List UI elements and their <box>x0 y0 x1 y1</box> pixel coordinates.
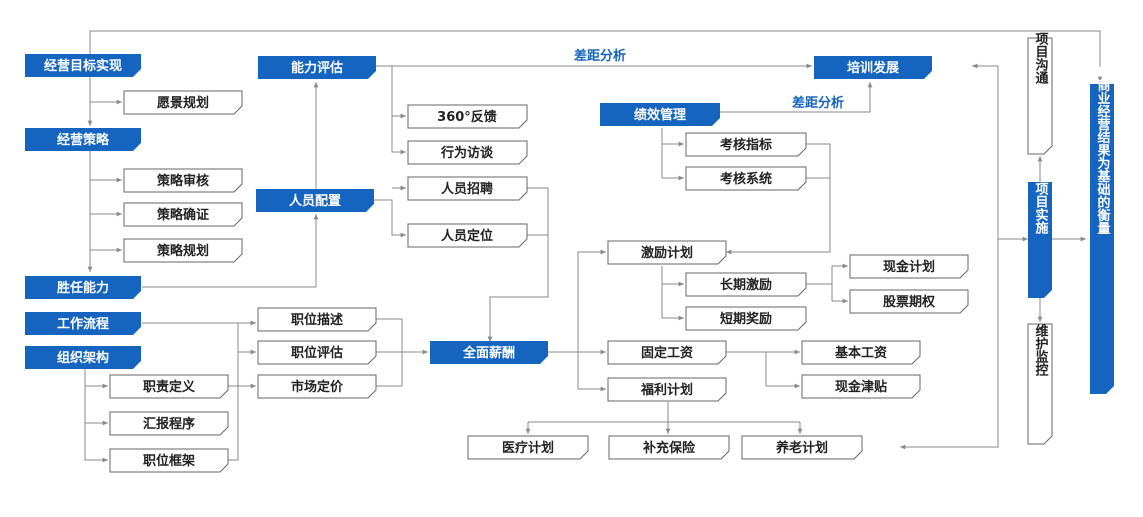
node-label: 策略规划 <box>157 243 209 259</box>
node-label: 维护监控 <box>1033 323 1049 377</box>
node-label: 职责定义 <box>143 379 196 395</box>
node-pxfz: 培训发展 <box>814 56 932 79</box>
node-gdgz: 固定工资 <box>607 340 727 365</box>
node-jxgl: 绩效管理 <box>600 103 720 126</box>
node-label: 考核系统 <box>720 171 772 187</box>
node-label: 策略审核 <box>157 173 209 189</box>
node-rydw: 人员定位 <box>407 223 528 248</box>
node-label: 补充保险 <box>642 440 696 456</box>
node-label: 汇报程序 <box>143 416 195 432</box>
node-label: 长期激励 <box>720 277 772 293</box>
node-khxt: 考核系统 <box>685 166 807 191</box>
node-zzdy: 职责定义 <box>109 374 229 399</box>
node-label: 工作流程 <box>57 316 109 332</box>
node-xmss: 项目实施 <box>1028 182 1052 298</box>
node-label: 培训发展 <box>847 60 900 76</box>
node-zwms: 职位描述 <box>257 307 377 332</box>
node-label: 策略确证 <box>157 207 209 223</box>
node-cqjl: 长期激励 <box>685 272 807 297</box>
node-jbgz: 基本工资 <box>801 340 921 365</box>
node-label: 组织架构 <box>57 350 109 366</box>
node-label: 绩效管理 <box>634 107 686 123</box>
node-clgh: 策略规划 <box>123 238 243 263</box>
node-ryzp: 人员招聘 <box>407 176 528 201</box>
node-label: 养老计划 <box>775 440 828 456</box>
node-xwft: 行为访谈 <box>407 140 528 165</box>
node-label: 现金计划 <box>883 259 935 275</box>
node-label: 职位描述 <box>291 312 343 328</box>
node-jyMbsx: 经营目标实现 <box>25 54 141 77</box>
node-label: 360°反馈 <box>437 109 497 125</box>
node-jljh: 激励计划 <box>607 240 727 265</box>
node-label: 人员定位 <box>441 228 493 244</box>
node-zwpg: 职位评估 <box>257 340 377 365</box>
node-yjgh: 愿景规划 <box>123 90 243 115</box>
node-gzlc: 工作流程 <box>25 312 141 335</box>
node-zzjg: 组织架构 <box>25 346 141 369</box>
node-ylj: 医疗计划 <box>467 435 589 460</box>
node-result: 以商业经营结果为基础的衡量 <box>1090 66 1114 394</box>
node-nlpg: 能力评估 <box>258 56 376 79</box>
node-label: 以商业经营结果为基础的衡量 <box>1095 66 1112 236</box>
node-bcbx: 补充保险 <box>608 435 730 460</box>
node-fk360: 360°反馈 <box>407 104 528 129</box>
node-label: 经营策略 <box>57 132 110 148</box>
node-label: 人员配置 <box>289 193 341 209</box>
node-qmxc: 全面薪酬 <box>430 341 548 364</box>
node-hbcx: 汇报程序 <box>109 411 229 436</box>
node-label: 市场定价 <box>291 379 344 395</box>
gap-analysis-label: 差距分析 <box>574 48 626 64</box>
node-label: 项目实施 <box>1033 182 1049 235</box>
node-label: 胜任能力 <box>57 280 109 296</box>
node-label: 现金津贴 <box>835 379 887 395</box>
node-dqjl: 短期奖励 <box>685 306 807 331</box>
node-label: 人员招聘 <box>441 181 493 197</box>
node-label: 短期奖励 <box>720 311 772 327</box>
node-label: 福利计划 <box>640 382 693 398</box>
node-label: 愿景规划 <box>157 95 209 111</box>
node-xjjh: 现金计划 <box>849 254 969 279</box>
node-clqz: 策略确证 <box>123 202 243 227</box>
node-yljh: 养老计划 <box>741 435 863 460</box>
node-label: 经营目标实现 <box>44 58 122 74</box>
node-label: 全面薪酬 <box>462 345 515 361</box>
connectors <box>84 30 1103 463</box>
node-zwkj: 职位框架 <box>109 448 229 473</box>
node-label: 医疗计划 <box>502 440 554 456</box>
node-label: 职位评估 <box>291 345 343 361</box>
node-scdj: 市场定价 <box>257 374 377 399</box>
node-xjjt: 现金津贴 <box>801 374 921 399</box>
node-xmgt: 项目沟通 <box>1027 32 1053 155</box>
node-flj: 福利计划 <box>607 377 727 402</box>
node-rypz: 人员配置 <box>256 189 374 212</box>
node-jycl: 经营策略 <box>25 128 141 151</box>
node-label: 能力评估 <box>291 60 343 76</box>
node-label: 固定工资 <box>641 345 693 361</box>
node-khzb: 考核指标 <box>685 132 807 157</box>
node-label: 项目沟通 <box>1033 32 1049 85</box>
node-whjk: 维护监控 <box>1027 323 1053 445</box>
node-label: 激励计划 <box>641 245 693 261</box>
node-srnl: 胜任能力 <box>25 276 141 299</box>
node-label: 职位框架 <box>143 453 195 469</box>
node-clsh: 策略审核 <box>123 168 243 193</box>
gap-analysis-label: 差距分析 <box>792 95 844 111</box>
node-gpqq: 股票期权 <box>849 289 969 314</box>
node-label: 基本工资 <box>834 345 887 361</box>
node-label: 考核指标 <box>720 137 772 153</box>
node-label: 股票期权 <box>883 294 936 310</box>
node-label: 行为访谈 <box>440 145 494 161</box>
